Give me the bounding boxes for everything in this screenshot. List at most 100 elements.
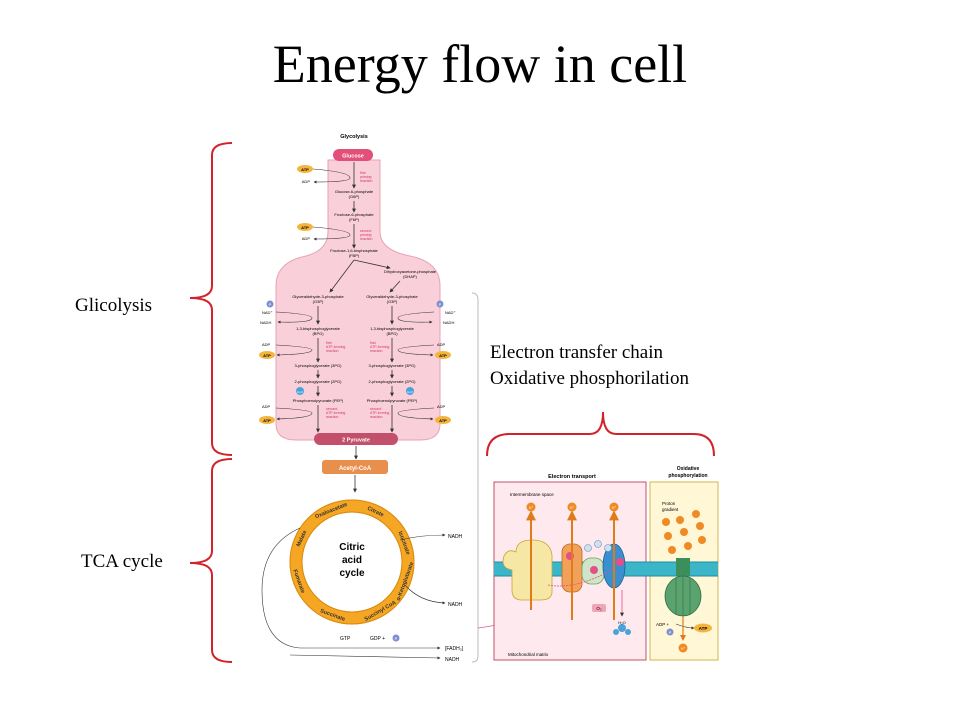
diagram-shape: [312, 226, 351, 241]
connector-bracket: [471, 292, 479, 663]
first-atp-right-2: ATP-forming: [370, 345, 389, 349]
pg3-left: 3-phosphoglycerate (3PG): [295, 363, 343, 368]
first-priming-2: priming: [360, 175, 372, 179]
tca-center-3: cycle: [339, 568, 364, 579]
water-icon: [406, 387, 414, 395]
pyruvate-node: [314, 433, 398, 445]
fbp-abbr: (FBP): [349, 253, 360, 258]
adp-left-1: ADP: [262, 342, 271, 347]
second-priming-2: priming: [360, 233, 372, 237]
nadh-left: NADH: [260, 320, 271, 325]
diagram-shape: [397, 311, 435, 324]
gap-right-abbr: (G3P): [387, 299, 398, 304]
glycolysis-heading: Glycolysis: [340, 134, 368, 140]
first-atp-left-3: reaction: [326, 349, 339, 353]
intermembrane-label: Intermembrane space: [510, 492, 554, 497]
hplus-bottom: H⁺: [681, 647, 686, 651]
glycolysis-bracket: [189, 142, 233, 456]
hplus-2: H⁺: [570, 506, 575, 510]
atp-badge-etc: [694, 623, 712, 633]
electron-transfer-label: Electron transfer chain Oxidative phosph…: [490, 340, 689, 392]
phosphate-left-label: P: [269, 302, 272, 307]
second-priming-3: reaction: [360, 237, 373, 241]
atp-badge-1: [297, 165, 313, 173]
first-atp-left-2: ATP-forming: [326, 345, 345, 349]
glucose-node: [333, 149, 373, 161]
fadh2-label: [FADH₂]: [445, 646, 464, 652]
diagram-shape: [526, 502, 536, 512]
second-atp-right-1: second: [370, 407, 381, 411]
water-icon: [296, 387, 304, 395]
oxphos-heading-2: phosphorylation: [668, 473, 707, 479]
phosphate-right-label: P: [439, 302, 442, 307]
gtp-label: GTP: [340, 636, 351, 642]
diagram-shape: [353, 259, 391, 270]
adp-right-2: ADP: [437, 404, 446, 409]
atp-badge-left-1: [259, 351, 275, 359]
diagram-shape: [301, 511, 403, 613]
atp-badge-2: [297, 223, 313, 231]
h2o-etc: H₂O: [618, 620, 626, 625]
dhap-abbr: (DHAP): [403, 274, 417, 279]
diagram-shape: [668, 546, 676, 554]
adp-right-1: ADP: [437, 342, 446, 347]
oxphos-heading-1: Oxidative: [677, 466, 700, 472]
diagram-shape: [594, 540, 602, 548]
bpg-left: 1,3-bisphosphoglycerate: [296, 326, 340, 331]
f6p-abbr: (F6P): [349, 217, 360, 222]
diagram-shape: [397, 344, 435, 357]
diagram-shape: [389, 280, 401, 293]
phosphate-icon: [436, 300, 444, 308]
glycolysis-label: Glicolysis: [75, 295, 153, 316]
nadh-1: NADH: [448, 534, 463, 540]
gap-right: Glyceraldehyde-3-phosphate: [366, 294, 418, 299]
first-priming-1: first: [360, 171, 366, 175]
nad-left: NAD⁺: [262, 310, 273, 315]
atp-badge-right-1: [435, 351, 451, 359]
pep-right: Phosphoenolpyruvate (PEP): [367, 398, 418, 403]
diagram-shape: [275, 344, 313, 357]
f6p-label: Fructose-6-phosphate: [334, 212, 374, 217]
etc-bracket: [486, 411, 715, 457]
diagram-shape: [312, 168, 351, 184]
atp-left-1: ATP: [263, 353, 271, 358]
proton-gradient-2: gradient: [662, 507, 679, 512]
diagram-shape: [664, 532, 672, 540]
diagram-shape: [678, 643, 688, 653]
diagram-shape: [616, 558, 624, 566]
diagram-shape: [613, 629, 619, 635]
bpg-right: 1,3-bisphosphoglycerate: [370, 326, 414, 331]
glycolysis-left-branch: Glyceraldehyde-3-phosphate (G3P) 1,3-bis…: [259, 294, 345, 433]
diagram-shape: [675, 623, 695, 630]
diagram-shape: [567, 502, 577, 512]
diagram-shape: [676, 516, 684, 524]
diagram-shape: [662, 518, 670, 526]
tca-cycle-label: TCA cycle: [81, 551, 163, 572]
diagram-shape: [397, 407, 435, 421]
adp-left-2: ADP: [262, 404, 271, 409]
proton-cluster: [662, 510, 706, 554]
page-title: Energy flow in cell: [272, 34, 688, 94]
diagram-shape: [590, 566, 598, 574]
adp-label-1: ADP: [302, 179, 311, 184]
dhap-label: Dihydroxyacetone-phosphate: [384, 269, 437, 274]
pg2-left: 2-phosphoglycerate (2PG): [295, 379, 343, 384]
phosphate-icon: [266, 300, 274, 308]
hplus-3: H⁺: [612, 506, 617, 510]
diagram-shape: [680, 528, 688, 536]
glucose-label: Glucose: [342, 154, 364, 160]
diagram-shape: [604, 544, 612, 552]
diagram-shape: [329, 259, 355, 293]
pep-left: Phosphoenolpyruvate (PEP): [293, 398, 344, 403]
atp-left-2: ATP: [263, 418, 271, 423]
tca-cycle-diagram: Acetyl-CoA CitrateIsocitrateα-Ketoglutar…: [261, 460, 464, 663]
diagram-shape: [399, 533, 446, 541]
electron-transport-heading: Electron transport: [548, 474, 596, 480]
first-atp-left-1: first: [326, 341, 332, 345]
atp-label-1: ATP: [301, 167, 309, 172]
etc-panel: Electron transport Oxidative phosphoryla…: [493, 466, 719, 661]
hplus-1: H⁺: [529, 506, 534, 510]
gap-left: Glyceraldehyde-3-phosphate: [292, 294, 344, 299]
nad-right: NAD⁺: [445, 310, 456, 315]
